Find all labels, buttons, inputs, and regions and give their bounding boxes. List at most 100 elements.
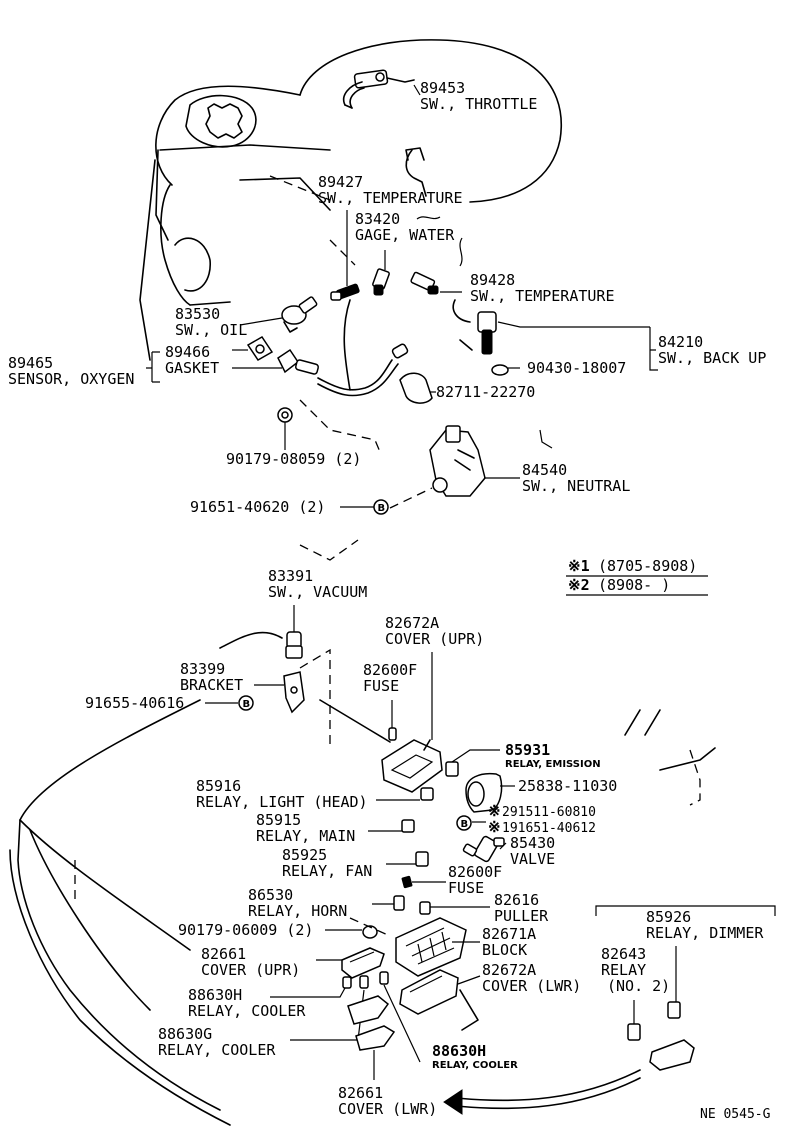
label-relay-cooler-2: 88630G RELAY, COOLER — [158, 1025, 276, 1059]
part-number: 89465 — [8, 354, 53, 372]
part-name: SW., TEMPERATURE — [470, 287, 615, 305]
engine-outline — [139, 39, 563, 361]
dashline-1 — [269, 175, 331, 201]
part-number: 82661 — [201, 945, 246, 963]
label-sw-throttle: 89453 SW., THROTTLE — [420, 79, 537, 113]
part-name: PULLER — [494, 907, 549, 925]
label-relay-fan: 85925 RELAY, FAN — [282, 846, 372, 880]
note-2-range: (8908- ) — [598, 576, 670, 594]
part-name: COVER (LWR) — [338, 1100, 437, 1118]
part-number: 83420 — [355, 210, 400, 228]
part-number: 89453 — [420, 79, 465, 97]
label-fuse-1: 82600F FUSE — [363, 661, 417, 695]
part-name: SW., THROTTLE — [420, 95, 537, 113]
part-name: SW., OIL — [175, 321, 247, 339]
back-up-switch — [477, 311, 509, 376]
oxygen-sensor — [277, 343, 409, 397]
label-sensor-oxygen: 89465 SENSOR, OXYGEN — [8, 354, 134, 388]
part-name: RELAY, LIGHT (HEAD) — [196, 793, 368, 811]
label-relay-dimmer: 85926 RELAY, DIMMER — [646, 908, 764, 942]
temperature-switch-1 — [330, 283, 360, 301]
cooler-relays — [342, 971, 389, 989]
label-block: 82671A BLOCK — [482, 925, 536, 959]
clip-part — [362, 925, 378, 939]
part-number: 89428 — [470, 271, 515, 289]
dashline-bracket — [299, 648, 331, 750]
b-marker-text: B — [243, 699, 251, 710]
label-sw-oil: 83530 SW., OIL — [175, 305, 247, 339]
dashline-5 — [299, 539, 359, 561]
part-number: 86530 — [248, 886, 293, 904]
bracket-part — [283, 671, 305, 714]
part-number: 82643 — [601, 945, 646, 963]
note-1-mark: ※1 — [568, 557, 590, 575]
part-name: FUSE — [448, 879, 484, 897]
part-name: COVER (UPR) — [385, 630, 484, 648]
gasket-part — [246, 336, 274, 361]
label-relay-no2: 82643 RELAY (NO. 2) — [601, 945, 670, 995]
part-name: GASKET — [165, 359, 219, 377]
part-name: BLOCK — [482, 941, 527, 959]
bracket-line — [319, 699, 391, 743]
part-number: 84210 — [658, 333, 703, 351]
oil-switch — [281, 296, 318, 333]
cover-lower-box — [399, 969, 459, 1015]
part-90179a: 90179-08059 (2) — [226, 450, 361, 468]
relay-emission — [445, 761, 459, 777]
part-name: RELAY, EMISSION — [505, 759, 601, 770]
valve-cap — [465, 772, 503, 813]
part-name: BRACKET — [180, 676, 243, 694]
part-name: SENSOR, OXYGEN — [8, 370, 134, 388]
part-name: RELAY, COOLER — [188, 1002, 306, 1020]
leader-oil — [239, 317, 283, 326]
b-marker-1: B — [373, 499, 389, 515]
dimmer-bracket — [595, 905, 776, 916]
part-number: 85915 — [256, 811, 301, 829]
part-name: SW., BACK UP — [658, 349, 766, 367]
vacuum-hose — [219, 631, 283, 649]
label-sw-neutral: 84540 SW., NEUTRAL — [522, 461, 630, 495]
relay-dimmer — [667, 1001, 681, 1019]
block-part — [395, 917, 467, 977]
dashline-4 — [389, 487, 433, 509]
label-cover-upr-1: 82672A COVER (UPR) — [385, 614, 484, 648]
b-marker-3: B — [456, 815, 472, 831]
notes-block: ※1 (8705-8908) ※2 (8908- ) — [566, 557, 708, 596]
leader-neutral-2 — [539, 429, 553, 449]
cover-upper-box — [381, 739, 443, 793]
label-relay-main: 85915 RELAY, MAIN — [256, 811, 355, 845]
label-sw-vacuum: 83391 SW., VACUUM — [268, 567, 367, 601]
part-91651: 91651-40620 (2) — [190, 498, 325, 516]
part-name: COVER (LWR) — [482, 977, 581, 995]
asterisk-mark: ※ — [488, 802, 501, 820]
part-number: 83391 — [268, 567, 313, 585]
water-gage-sender — [372, 268, 390, 296]
hose-curve — [343, 299, 351, 391]
label-valve: 85430 VALVE — [510, 834, 555, 868]
label-sw-temp-1: 89427 SW., TEMPERATURE — [318, 173, 463, 207]
part-number: 89427 — [318, 173, 363, 191]
part-name: RELAY, MAIN — [256, 827, 355, 845]
part-name: SW., TEMPERATURE — [318, 189, 463, 207]
label-relay-emission: 85931 RELAY, EMISSION — [505, 741, 601, 770]
throttle-switch — [343, 69, 415, 109]
part-name: VALVE — [510, 850, 555, 868]
valve-part — [462, 835, 505, 863]
part-number: 83530 — [175, 305, 220, 323]
cover-lwr-line — [459, 989, 479, 1031]
part-number: 82616 — [494, 891, 539, 909]
part-extra: (NO. 2) — [607, 977, 670, 995]
part-number: 89466 — [165, 343, 210, 361]
part-name: SW., NEUTRAL — [522, 477, 630, 495]
part-name: RELAY, DIMMER — [646, 924, 764, 942]
label-sw-back-up: 84210 SW., BACK UP — [658, 333, 766, 367]
part-number: 82600F — [363, 661, 417, 679]
part-name: RELAY, COOLER — [432, 1060, 518, 1071]
relay-light — [420, 787, 434, 801]
clamp — [399, 372, 433, 404]
label-cover-upr-2: 82661 COVER (UPR) — [201, 945, 300, 979]
part-number: 83399 — [180, 660, 225, 678]
leader-emission — [451, 749, 500, 763]
part-name: GAGE, WATER — [355, 226, 455, 244]
